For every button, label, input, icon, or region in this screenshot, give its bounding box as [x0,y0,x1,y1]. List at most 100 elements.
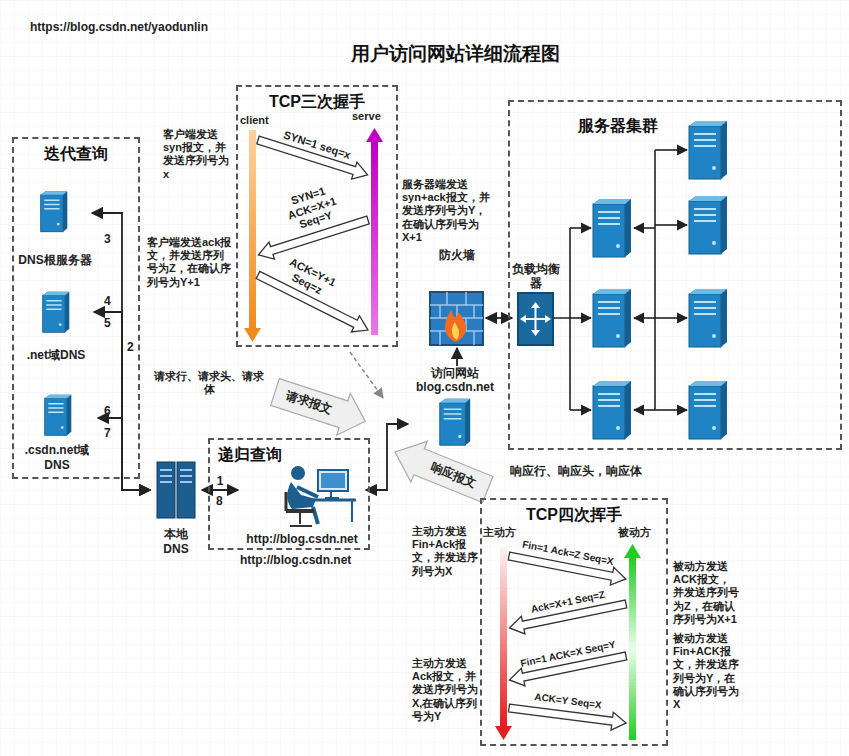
watermark: https://blog.csdn.net/yaodunlin [30,20,208,34]
load-balancer: 负载均衡器 [512,262,560,348]
title: 用户访问网站详细流程图 [351,43,560,66]
step-number: 8 [216,494,223,508]
dns-server-icons [45,395,72,436]
cluster-wires [655,224,687,226]
load-balancer-icon [518,293,553,345]
user: http://blog.csdn.net [238,460,366,546]
region-box: 迭代查询 DNS根服务器 .net域DNS .csdn.net域 DNS [12,137,140,479]
message-label: ACK=Y+1 Seq=z [279,254,340,302]
dns-server: .csdn.net域 DNS [16,388,98,472]
step-number: 3 [104,232,111,246]
timeline-label: serve [352,110,381,123]
user-figure [290,513,312,526]
cluster-server-icons [689,381,727,439]
annotation: 主动方发送Ack报文，并发送序列号为X,在确认序列号为Y [412,657,478,723]
firewall-icon [452,322,459,340]
local-dns-icon [160,470,192,482]
node-label: .net域DNS [18,348,94,362]
region-heading: 递归查询 [218,445,282,466]
cluster-wires [570,317,591,319]
user-figure [286,466,356,526]
cluster-wires [654,150,656,410]
region-heading: 迭代查询 [44,144,108,165]
connector [94,312,150,490]
wave-timelines [629,558,636,740]
message-banners [268,371,372,442]
step-number: 5 [104,316,111,330]
handshake-timelines [244,328,261,342]
annotation: 主动方发送Fin+Ack报文，并发送序列号为X [412,525,478,578]
annotation: 被动方发送ACK报文，并发送序列号为Z，在确认序列号为X+1 [673,560,739,626]
annotation: 客户端发送syn报文，并发送序列号为x [163,128,233,181]
user-figure [351,500,353,522]
firewall: 防火墙 [428,248,486,348]
load-balancer-icon [518,293,553,345]
user-figure [325,491,339,498]
connector [456,348,458,366]
handshake-arrows [254,131,372,338]
annotation: 响应行、响应头，响应体 [510,464,642,478]
timeline-label: 主动方 [483,526,516,539]
handshake-timelines [366,128,383,142]
firewall-icon [430,292,483,345]
user-figure [318,470,348,491]
firewall-icon [445,310,466,342]
step-number: 1 [215,474,226,488]
annotation: 被动方发送Fin+ACK报文，并发送序列号为Y，在确认序列号为X [673,632,739,711]
message-label: ACK=Y Seq=X [534,691,603,711]
connector [98,418,150,490]
cluster-wires [634,317,655,319]
cluster-wires [655,409,687,411]
cluster-server-icons [689,121,727,179]
annotation: 请求行、请求头、请求体 [150,370,268,396]
dashed-arrow [350,352,383,398]
cluster-wires [553,228,570,410]
dns-server-icons [41,191,72,435]
user-figure [291,466,305,480]
dns-server-icons [41,191,68,232]
user-figure [297,487,318,497]
handshake-timelines [371,142,378,335]
cluster-wires [655,317,687,319]
user-figure [285,492,288,511]
cluster-wires [634,227,655,229]
node-label: 防火墙 [428,248,486,262]
user-figure [321,473,345,488]
cluster-server-icons [593,289,631,347]
cluster-server-icons [593,199,631,257]
website-server-icon [440,399,470,445]
cluster-server-icons [689,196,727,254]
node-label: http://blog.csdn.net [238,532,366,546]
timeline-label: 被动方 [618,526,651,539]
cluster-server-icons [593,121,727,439]
cluster-server-icons [593,381,631,439]
dns-server-icons [43,292,70,333]
message-label: Ack=X+1 Seq=Z [530,589,606,615]
region-heading: 服务器集群 [578,116,658,137]
banner-label: 响应报文 [428,461,478,492]
step-number: 4 [104,294,111,308]
local-dns-icon [157,462,195,518]
handshake-timelines [244,128,383,342]
timeline-label: client [240,114,269,127]
message-label: SYN=1 ACK=X+1 Seq=Y [279,181,346,235]
firewall-icon [430,292,483,345]
load-balancer-icon [523,305,548,333]
node-label: 负载均衡器 [512,262,560,291]
dns-server: DNS根服务器 [18,183,92,267]
connector [366,424,408,490]
node-label: 本地 DNS [150,527,202,556]
message-label: SYN=1 seq=x [282,128,352,161]
cluster-server-icons [689,289,727,347]
step-number: 6 [104,404,111,418]
local-dns: 本地 DNS [150,458,202,556]
url-label: http://blog.csdn.net [240,553,351,567]
firewall-icon [430,292,483,345]
message-label: Fin=1 Ack=Z Seq=X [521,538,614,567]
region-box: 服务器集群负载均衡器 [508,100,842,450]
node-label: .csdn.net域 DNS [16,443,98,472]
wave-arrows [507,547,628,732]
cluster-wires [634,409,655,411]
node-label: DNS根服务器 [18,253,92,267]
